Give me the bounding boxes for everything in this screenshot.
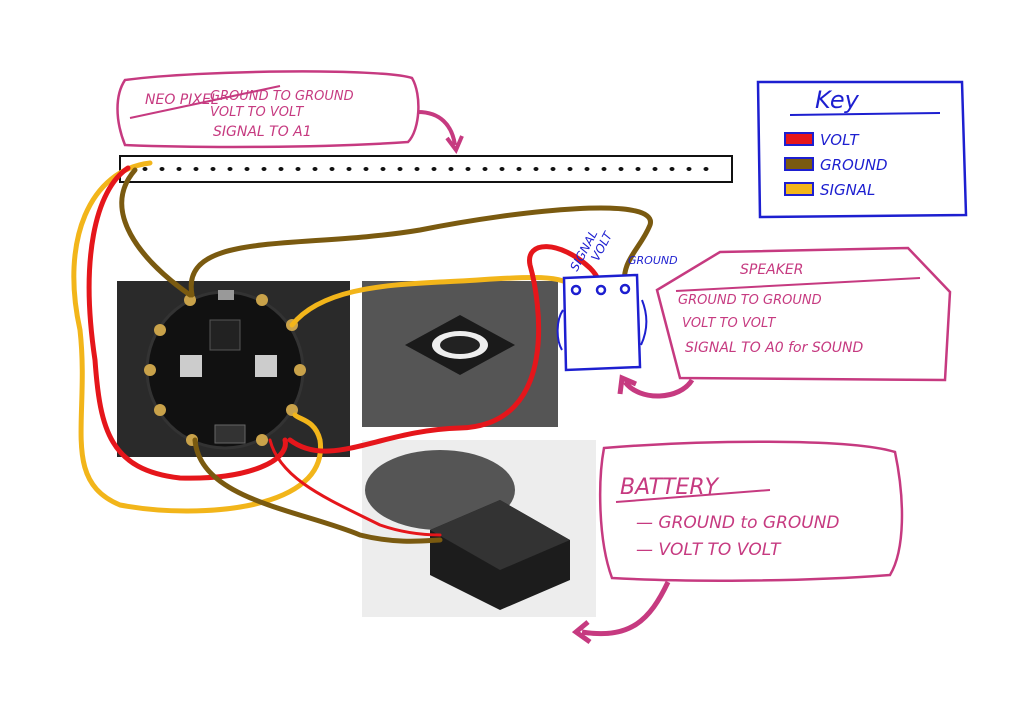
ground-swatch [784, 157, 814, 171]
led-dot [669, 167, 675, 171]
ground-wire-neopixel [119, 167, 193, 298]
led-dot [244, 167, 250, 171]
battery-line: — VOLT TO VOLT [636, 540, 782, 560]
neopixel-callout: NEO PIXEL GROUND TO GROUND VOLT TO VOLT … [116, 70, 464, 154]
volt-wire-speaker [287, 244, 603, 454]
led-dot [618, 167, 624, 171]
led-dot [431, 167, 437, 171]
key-label: GROUND [820, 156, 888, 174]
led-dot [261, 167, 267, 171]
speaker-line: VOLT TO VOLT [682, 316, 776, 331]
speaker-line: SIGNAL TO A0 for SOUND [685, 340, 863, 356]
neopixel-line: VOLT TO VOLT [210, 105, 304, 120]
led-dot [652, 167, 658, 171]
led-dot [329, 167, 335, 171]
key-label: SIGNAL [820, 181, 875, 199]
led-dot [380, 167, 386, 171]
led-dot [686, 167, 692, 171]
signal-wire-neopixel [71, 160, 323, 514]
led-dot [176, 167, 182, 171]
led-dot [363, 167, 369, 171]
neopixel-line: SIGNAL TO A1 [213, 124, 312, 140]
key-label: VOLT [820, 131, 860, 149]
ground-wire-speaker [188, 205, 653, 298]
speaker-photo [362, 281, 558, 427]
volt-wire-neopixel [86, 165, 288, 481]
speaker-line: GROUND TO GROUND [678, 293, 822, 308]
led-dot [312, 167, 318, 171]
signal-wire-speaker [289, 274, 578, 328]
led-dot [601, 167, 607, 171]
led-dot [227, 167, 233, 171]
led-dot [584, 167, 590, 171]
battery-line: — GROUND to GROUND [636, 513, 840, 533]
led-dot [414, 167, 420, 171]
led-dot [703, 167, 709, 171]
led-dot [465, 167, 471, 171]
neopixel-line: GROUND TO GROUND [210, 89, 354, 104]
volt-wire-battery [268, 438, 442, 537]
led-dot [397, 167, 403, 171]
speaker-callout: SPEAKER GROUND TO GROUND VOLT TO VOLT SI… [617, 246, 952, 399]
signal-swatch [784, 182, 814, 196]
led-dot [635, 167, 641, 171]
led-dot [193, 167, 199, 171]
led-dot [295, 167, 301, 171]
led-dot [278, 167, 284, 171]
led-dot [533, 167, 539, 171]
arrow-icon [617, 374, 695, 399]
volt-swatch [784, 132, 814, 146]
battery-pack-photo [362, 440, 596, 617]
led-dot [346, 167, 352, 171]
led-dot [499, 167, 505, 171]
neopixel-title: NEO PIXEL [145, 92, 219, 108]
led-dot [159, 167, 165, 171]
led-dot [482, 167, 488, 171]
neopixel-strip [119, 155, 733, 183]
battery-callout: BATTERY — GROUND to GROUND — VOLT TO VOL… [571, 440, 904, 645]
wires [71, 160, 653, 544]
arrow-icon [571, 580, 671, 645]
color-key: Key VOLT GROUND SIGNAL [756, 80, 968, 219]
key-title: Key [815, 86, 860, 114]
led-dot [567, 167, 573, 171]
led-dot [448, 167, 454, 171]
led-dot [142, 167, 148, 171]
arrow-icon [417, 110, 464, 154]
led-dot [516, 167, 522, 171]
ground-wire-battery [192, 437, 443, 544]
led-dot [550, 167, 556, 171]
pin-label-ground: GROUND [628, 254, 678, 267]
led-dot [210, 167, 216, 171]
battery-title: BATTERY [620, 475, 720, 500]
speaker-title: SPEAKER [740, 262, 804, 278]
